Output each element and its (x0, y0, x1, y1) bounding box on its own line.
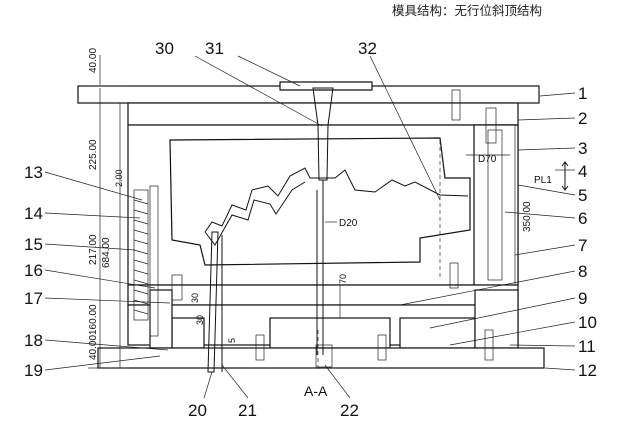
part-number-7: 7 (578, 236, 587, 255)
dim-30a: 30 (190, 293, 200, 303)
part-number-2: 2 (578, 109, 587, 128)
leader-lines (44, 55, 576, 399)
cavity-insert (169, 137, 471, 266)
part-number-3: 3 (578, 139, 587, 158)
part-number-5: 5 (578, 186, 587, 205)
dim-684: 684.00 (101, 237, 112, 268)
part-number-22: 22 (340, 401, 359, 420)
part-number-32: 32 (358, 39, 377, 58)
guide-pin-bore (487, 129, 503, 281)
dim-40-bottom: 40.00 (88, 335, 99, 360)
part-number-21: 21 (238, 401, 257, 420)
part-number-9: 9 (578, 289, 587, 308)
dim-160: 160.00 (88, 304, 99, 335)
part-number-12: 12 (578, 361, 597, 380)
parting-line-label: PL1 (534, 175, 552, 186)
part-number-16: 16 (24, 261, 43, 280)
inclined-lifter (207, 231, 219, 373)
part-number-19: 19 (24, 361, 43, 380)
part-number-6: 6 (578, 209, 587, 228)
part-number-4: 4 (578, 162, 587, 181)
runner-plate (127, 102, 519, 126)
part-number-14: 14 (24, 204, 43, 223)
dim-70: 70 (338, 274, 348, 284)
part-number-30: 30 (155, 39, 174, 58)
dim-225: 225.00 (88, 139, 99, 170)
dim-40-top: 40.00 (88, 48, 99, 73)
screw-set (171, 89, 497, 361)
part-number-8: 8 (578, 262, 587, 281)
dim-5: 5 (227, 338, 237, 343)
ejector-plate (269, 317, 391, 349)
sprue-bushing (312, 87, 334, 181)
spacer-block-left (149, 289, 173, 349)
core-profile-inner (204, 181, 306, 246)
dim-d20: D20 (339, 218, 358, 229)
dim-d70: D70 (478, 154, 497, 165)
part-number-13: 13 (24, 163, 43, 182)
ejector-block-right (399, 317, 476, 349)
return-spring (133, 189, 149, 321)
part-number-15: 15 (24, 235, 43, 254)
part-number-18: 18 (24, 331, 43, 350)
dim-2: 2.00 (114, 169, 124, 187)
drawing-title: 模具结构：无行位斜顶结构 (392, 3, 542, 18)
section-label: A-A (304, 383, 328, 399)
part-number-17: 17 (24, 289, 43, 308)
spacer-block-right (474, 289, 519, 349)
dim-350: 350.00 (522, 201, 533, 232)
ejector-guide (315, 344, 333, 368)
bottom-clamp-plate (97, 347, 545, 369)
dim-217: 217.00 (88, 234, 99, 265)
guide-pillar-left (149, 185, 159, 337)
locating-ring (279, 81, 373, 91)
guide-block (473, 124, 519, 286)
part-number-31: 31 (205, 39, 224, 58)
dim-30b: 30 (195, 315, 205, 325)
core-profile (204, 167, 469, 233)
part-number-20: 20 (188, 401, 207, 420)
part-number-10: 10 (578, 313, 597, 332)
part-number-1: 1 (578, 84, 587, 103)
part-number-11: 11 (578, 337, 596, 356)
